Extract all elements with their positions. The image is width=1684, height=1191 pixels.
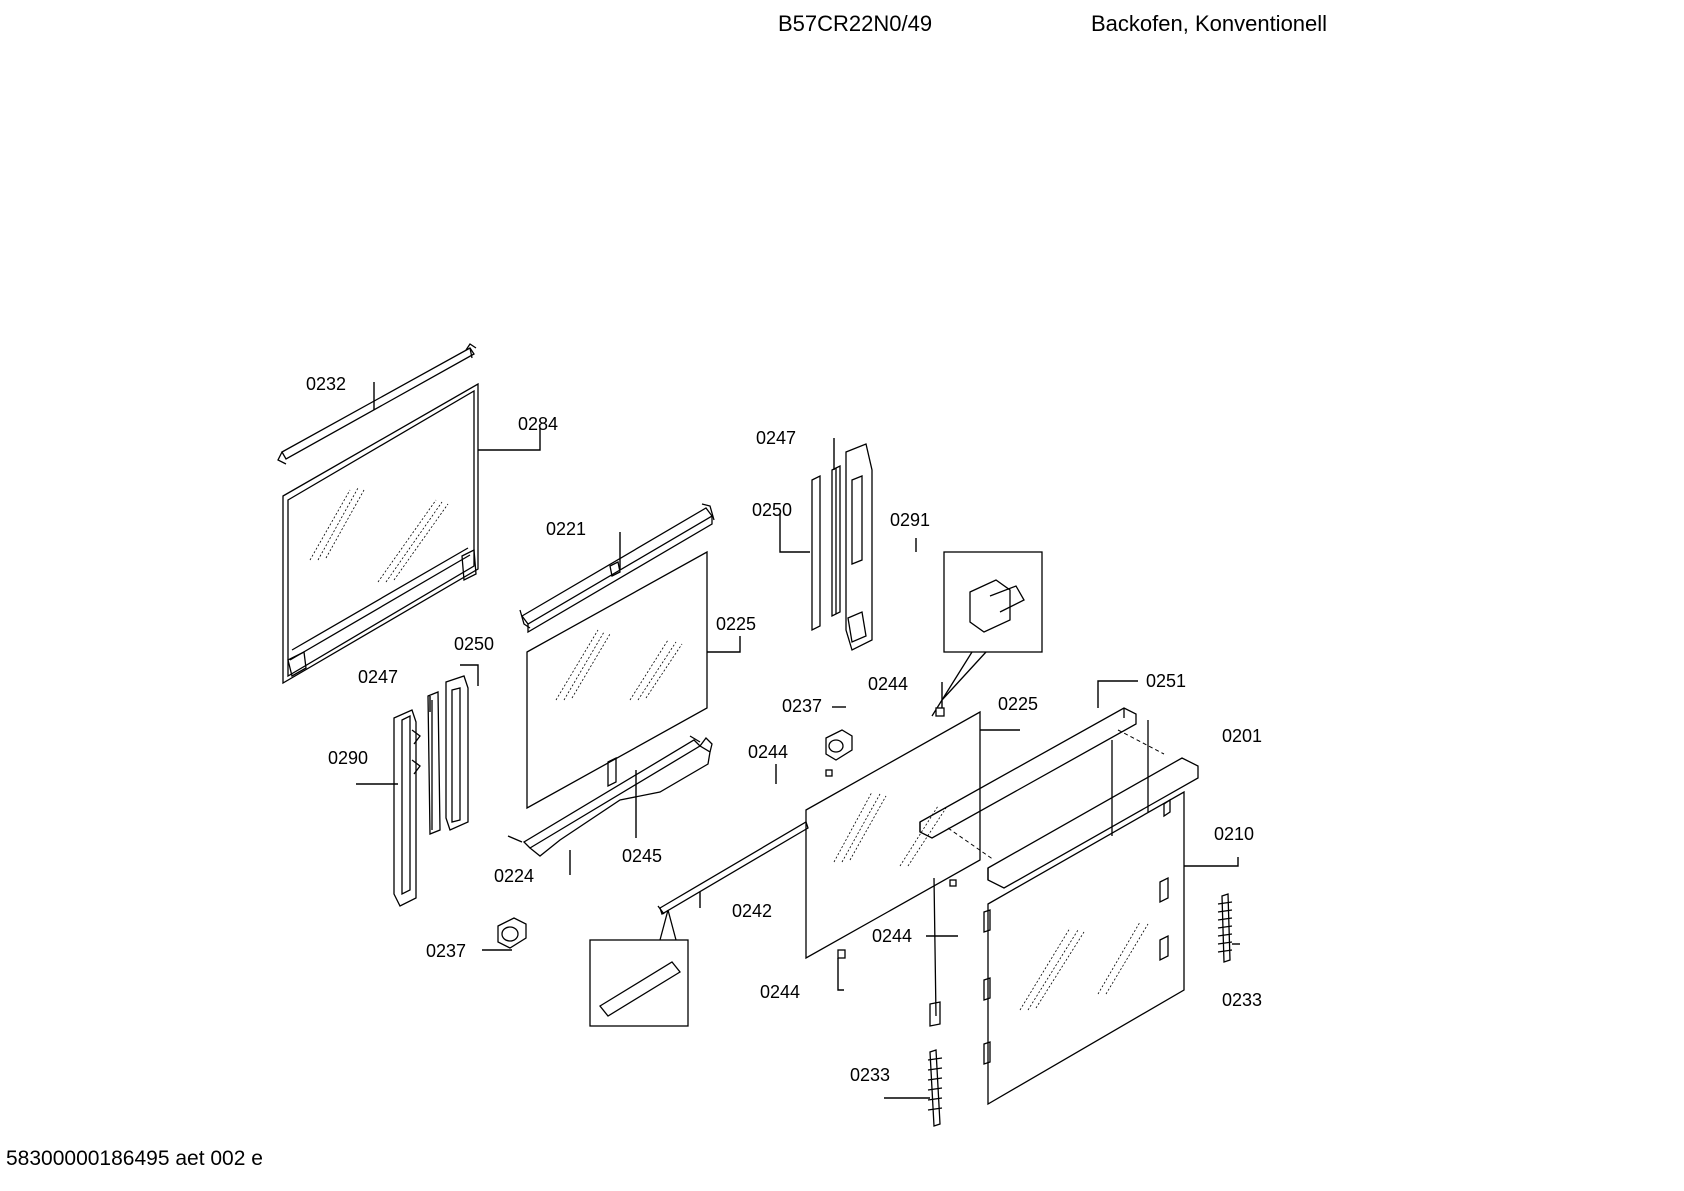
callout-0247-lower: 0247	[358, 667, 398, 687]
callout-0250-upper: 0250	[752, 500, 792, 520]
vertical-bracket-0250-lower	[445, 675, 469, 831]
callout-0224: 0224	[494, 866, 534, 886]
small-knob-0237-upper	[825, 729, 853, 761]
callout-0237-lower: 0237	[426, 941, 466, 961]
door-frame-strip-0221	[519, 503, 715, 634]
callout-0242: 0242	[732, 901, 772, 921]
spring-0233-right	[1217, 893, 1233, 963]
door-handle-0251	[919, 707, 1199, 889]
vertical-rail-0290	[393, 709, 421, 907]
callout-0284: 0284	[518, 414, 558, 434]
spring-0233-lower	[927, 1049, 943, 1127]
document-code: 58300000186495 aet 002 e	[6, 1147, 263, 1170]
callout-0237-upper: 0237	[782, 696, 822, 716]
callout-0291: 0291	[890, 510, 930, 530]
callout-0233-lower: 0233	[850, 1065, 890, 1085]
lower-bracket-0224	[507, 735, 713, 857]
callout-0201: 0201	[1222, 726, 1262, 746]
callout-0245: 0245	[622, 846, 662, 866]
callout-0225-upper: 0225	[716, 614, 756, 634]
appliance-description: Backofen, Konventionell	[1091, 11, 1328, 36]
vertical-bracket-0247-upper	[831, 464, 841, 618]
callout-0225-lower: 0225	[998, 694, 1038, 714]
clip-detail-inset	[931, 551, 1043, 717]
glass-pane-0284	[282, 382, 479, 685]
callout-0232: 0232	[306, 374, 346, 394]
leader-lines	[356, 382, 1240, 1099]
model-number: B57CR22N0/49	[778, 11, 933, 36]
trim-strip-0232	[277, 343, 477, 465]
callout-0251: 0251	[1146, 671, 1186, 691]
small-knob-0237-lower	[497, 917, 527, 949]
callout-0244-c: 0244	[872, 926, 912, 946]
callout-0250-lower: 0250	[454, 634, 494, 654]
callout-0221: 0221	[546, 519, 586, 539]
callout-0210: 0210	[1214, 824, 1254, 844]
hinge-pin-0244	[825, 707, 957, 1027]
front-door-panel-0210	[983, 790, 1185, 1106]
callout-labels: 0232 0284 0221 0225 0247 0250 0291 0250 …	[306, 374, 1262, 1085]
vertical-bracket-0250-upper	[811, 474, 821, 632]
callout-0244-a: 0244	[868, 674, 908, 694]
callout-0244-d: 0244	[760, 982, 800, 1002]
vertical-bracket-0247-lower	[427, 691, 441, 835]
callout-0244-b: 0244	[748, 742, 788, 762]
callout-0247-upper: 0247	[756, 428, 796, 448]
seal-detail-inset	[589, 909, 689, 1027]
glass-pane-0225-upper	[526, 550, 708, 810]
callout-0290: 0290	[328, 748, 368, 768]
seal-strip-0242	[657, 821, 809, 915]
vertical-rail-0291	[845, 443, 873, 651]
glass-pane-0225-lower	[805, 710, 981, 960]
callout-0233-right: 0233	[1222, 990, 1262, 1010]
